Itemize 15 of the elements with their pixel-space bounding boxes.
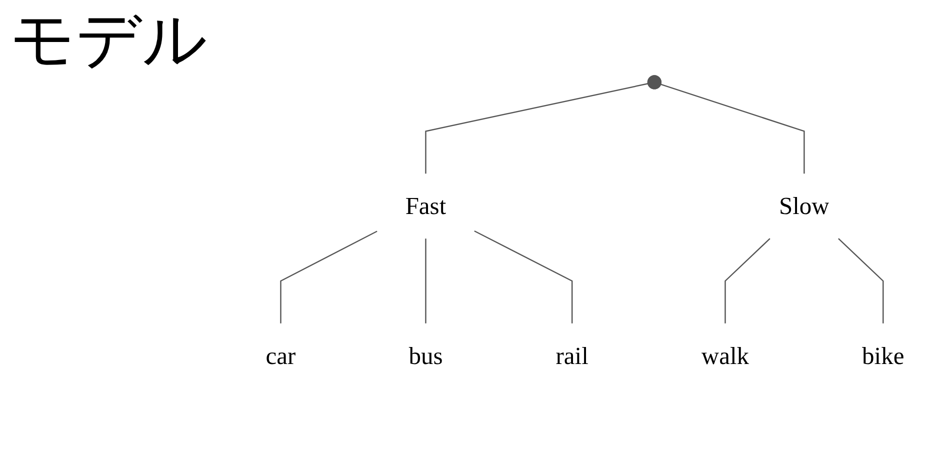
connector <box>280 230 378 324</box>
node-text: bus <box>408 342 443 370</box>
connector <box>838 238 884 324</box>
title: モデル <box>10 2 208 79</box>
node-text: car <box>266 342 296 370</box>
connector <box>425 238 426 324</box>
node-text: walk <box>701 342 750 370</box>
connector <box>425 83 648 174</box>
connector <box>724 238 770 324</box>
node-text: bike <box>862 342 904 370</box>
node-text: Slow <box>778 192 830 220</box>
connector <box>660 84 805 174</box>
connector <box>474 230 573 324</box>
node-text: rail <box>556 342 588 370</box>
node-text: Fast <box>405 192 446 220</box>
